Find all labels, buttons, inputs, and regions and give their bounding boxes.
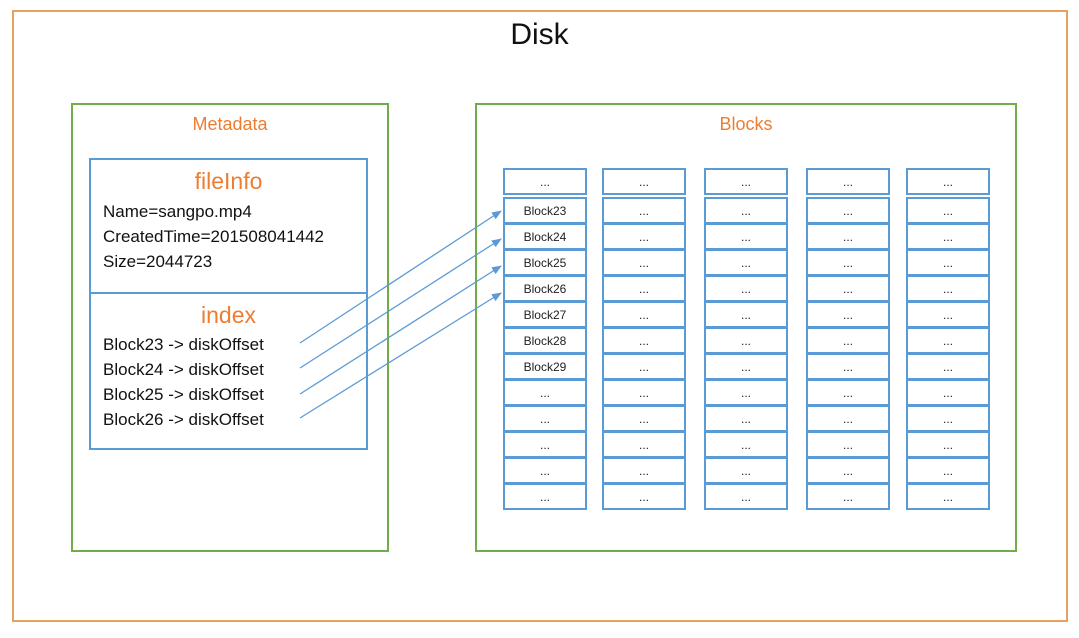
block-cell-ellipsis: ... bbox=[806, 405, 890, 432]
block-cell-ellipsis: ... bbox=[806, 379, 890, 406]
block-cell-ellipsis: ... bbox=[602, 483, 686, 510]
disk-container bbox=[12, 10, 1068, 622]
index-entry-block24: Block24 -> diskOffset bbox=[103, 360, 264, 379]
block-cell-block27: Block27 bbox=[503, 301, 587, 328]
fileinfo-title: fileInfo bbox=[194, 168, 263, 194]
block-cell-ellipsis: ... bbox=[806, 168, 890, 195]
block-cell-ellipsis: ... bbox=[602, 405, 686, 432]
block-cell-ellipsis: ... bbox=[602, 431, 686, 458]
fileinfo-created-time: CreatedTime=201508041442 bbox=[103, 227, 325, 246]
block-cell-ellipsis: ... bbox=[906, 327, 990, 354]
block-cell-ellipsis: ... bbox=[806, 301, 890, 328]
block-cell-ellipsis: ... bbox=[602, 223, 686, 250]
block-cell-ellipsis: ... bbox=[906, 353, 990, 380]
block-cell-block26: Block26 bbox=[503, 275, 587, 302]
block-cell-ellipsis: ... bbox=[602, 168, 686, 195]
block-cell-ellipsis: ... bbox=[806, 275, 890, 302]
block-cell-ellipsis: ... bbox=[503, 168, 587, 195]
block-cell-ellipsis: ... bbox=[906, 379, 990, 406]
block-cell-block28: Block28 bbox=[503, 327, 587, 354]
block-cell-ellipsis: ... bbox=[602, 197, 686, 224]
block-cell-block23: Block23 bbox=[503, 197, 587, 224]
block-cell-ellipsis: ... bbox=[806, 249, 890, 276]
block-cell-ellipsis: ... bbox=[704, 223, 788, 250]
block-cell-ellipsis: ... bbox=[503, 405, 587, 432]
block-cell-ellipsis: ... bbox=[806, 431, 890, 458]
blocks-label: Blocks bbox=[719, 114, 773, 134]
block-cell-ellipsis: ... bbox=[602, 249, 686, 276]
block-cell-ellipsis: ... bbox=[906, 275, 990, 302]
block-cell-ellipsis: ... bbox=[704, 353, 788, 380]
block-cell-ellipsis: ... bbox=[602, 275, 686, 302]
block-cell-block29: Block29 bbox=[503, 353, 587, 380]
block-cell-ellipsis: ... bbox=[503, 431, 587, 458]
index-entry-block25: Block25 -> diskOffset bbox=[103, 385, 264, 404]
block-cell-ellipsis: ... bbox=[704, 327, 788, 354]
block-cell-ellipsis: ... bbox=[806, 457, 890, 484]
block-cell-ellipsis: ... bbox=[906, 168, 990, 195]
metadata-label: Metadata bbox=[192, 114, 268, 134]
block-cell-ellipsis: ... bbox=[806, 353, 890, 380]
index-title: index bbox=[201, 302, 256, 328]
block-cell-ellipsis: ... bbox=[906, 483, 990, 510]
block-cell-ellipsis: ... bbox=[906, 405, 990, 432]
block-cell-ellipsis: ... bbox=[602, 379, 686, 406]
block-cell-ellipsis: ... bbox=[906, 197, 990, 224]
block-cell-ellipsis: ... bbox=[704, 197, 788, 224]
block-cell-ellipsis: ... bbox=[906, 301, 990, 328]
block-cell-ellipsis: ... bbox=[704, 249, 788, 276]
block-cell-ellipsis: ... bbox=[704, 275, 788, 302]
block-cell-ellipsis: ... bbox=[602, 457, 686, 484]
block-cell-ellipsis: ... bbox=[806, 197, 890, 224]
block-cell-ellipsis: ... bbox=[704, 483, 788, 510]
index-entry-block26: Block26 -> diskOffset bbox=[103, 410, 264, 429]
block-cell-ellipsis: ... bbox=[602, 327, 686, 354]
block-cell-ellipsis: ... bbox=[906, 249, 990, 276]
block-cell-ellipsis: ... bbox=[704, 457, 788, 484]
block-cell-ellipsis: ... bbox=[806, 483, 890, 510]
block-cell-ellipsis: ... bbox=[602, 353, 686, 380]
block-cell-ellipsis: ... bbox=[806, 327, 890, 354]
fileinfo-size: Size=2044723 bbox=[103, 252, 213, 271]
block-cell-ellipsis: ... bbox=[704, 379, 788, 406]
block-cell-ellipsis: ... bbox=[806, 223, 890, 250]
block-cell-block25: Block25 bbox=[503, 249, 587, 276]
block-cell-ellipsis: ... bbox=[503, 379, 587, 406]
block-cell-ellipsis: ... bbox=[602, 301, 686, 328]
block-cell-ellipsis: ... bbox=[704, 301, 788, 328]
index-entry-block23: Block23 -> diskOffset bbox=[103, 335, 264, 354]
block-cell-ellipsis: ... bbox=[704, 431, 788, 458]
block-cell-ellipsis: ... bbox=[906, 457, 990, 484]
block-cell-ellipsis: ... bbox=[503, 483, 587, 510]
block-cell-ellipsis: ... bbox=[906, 223, 990, 250]
block-cell-ellipsis: ... bbox=[906, 431, 990, 458]
disk-title: Disk bbox=[510, 18, 569, 51]
block-cell-ellipsis: ... bbox=[503, 457, 587, 484]
block-cell-ellipsis: ... bbox=[704, 168, 788, 195]
block-cell-ellipsis: ... bbox=[704, 405, 788, 432]
fileinfo-name: Name=sangpo.mp4 bbox=[103, 202, 252, 221]
block-cell-block24: Block24 bbox=[503, 223, 587, 250]
